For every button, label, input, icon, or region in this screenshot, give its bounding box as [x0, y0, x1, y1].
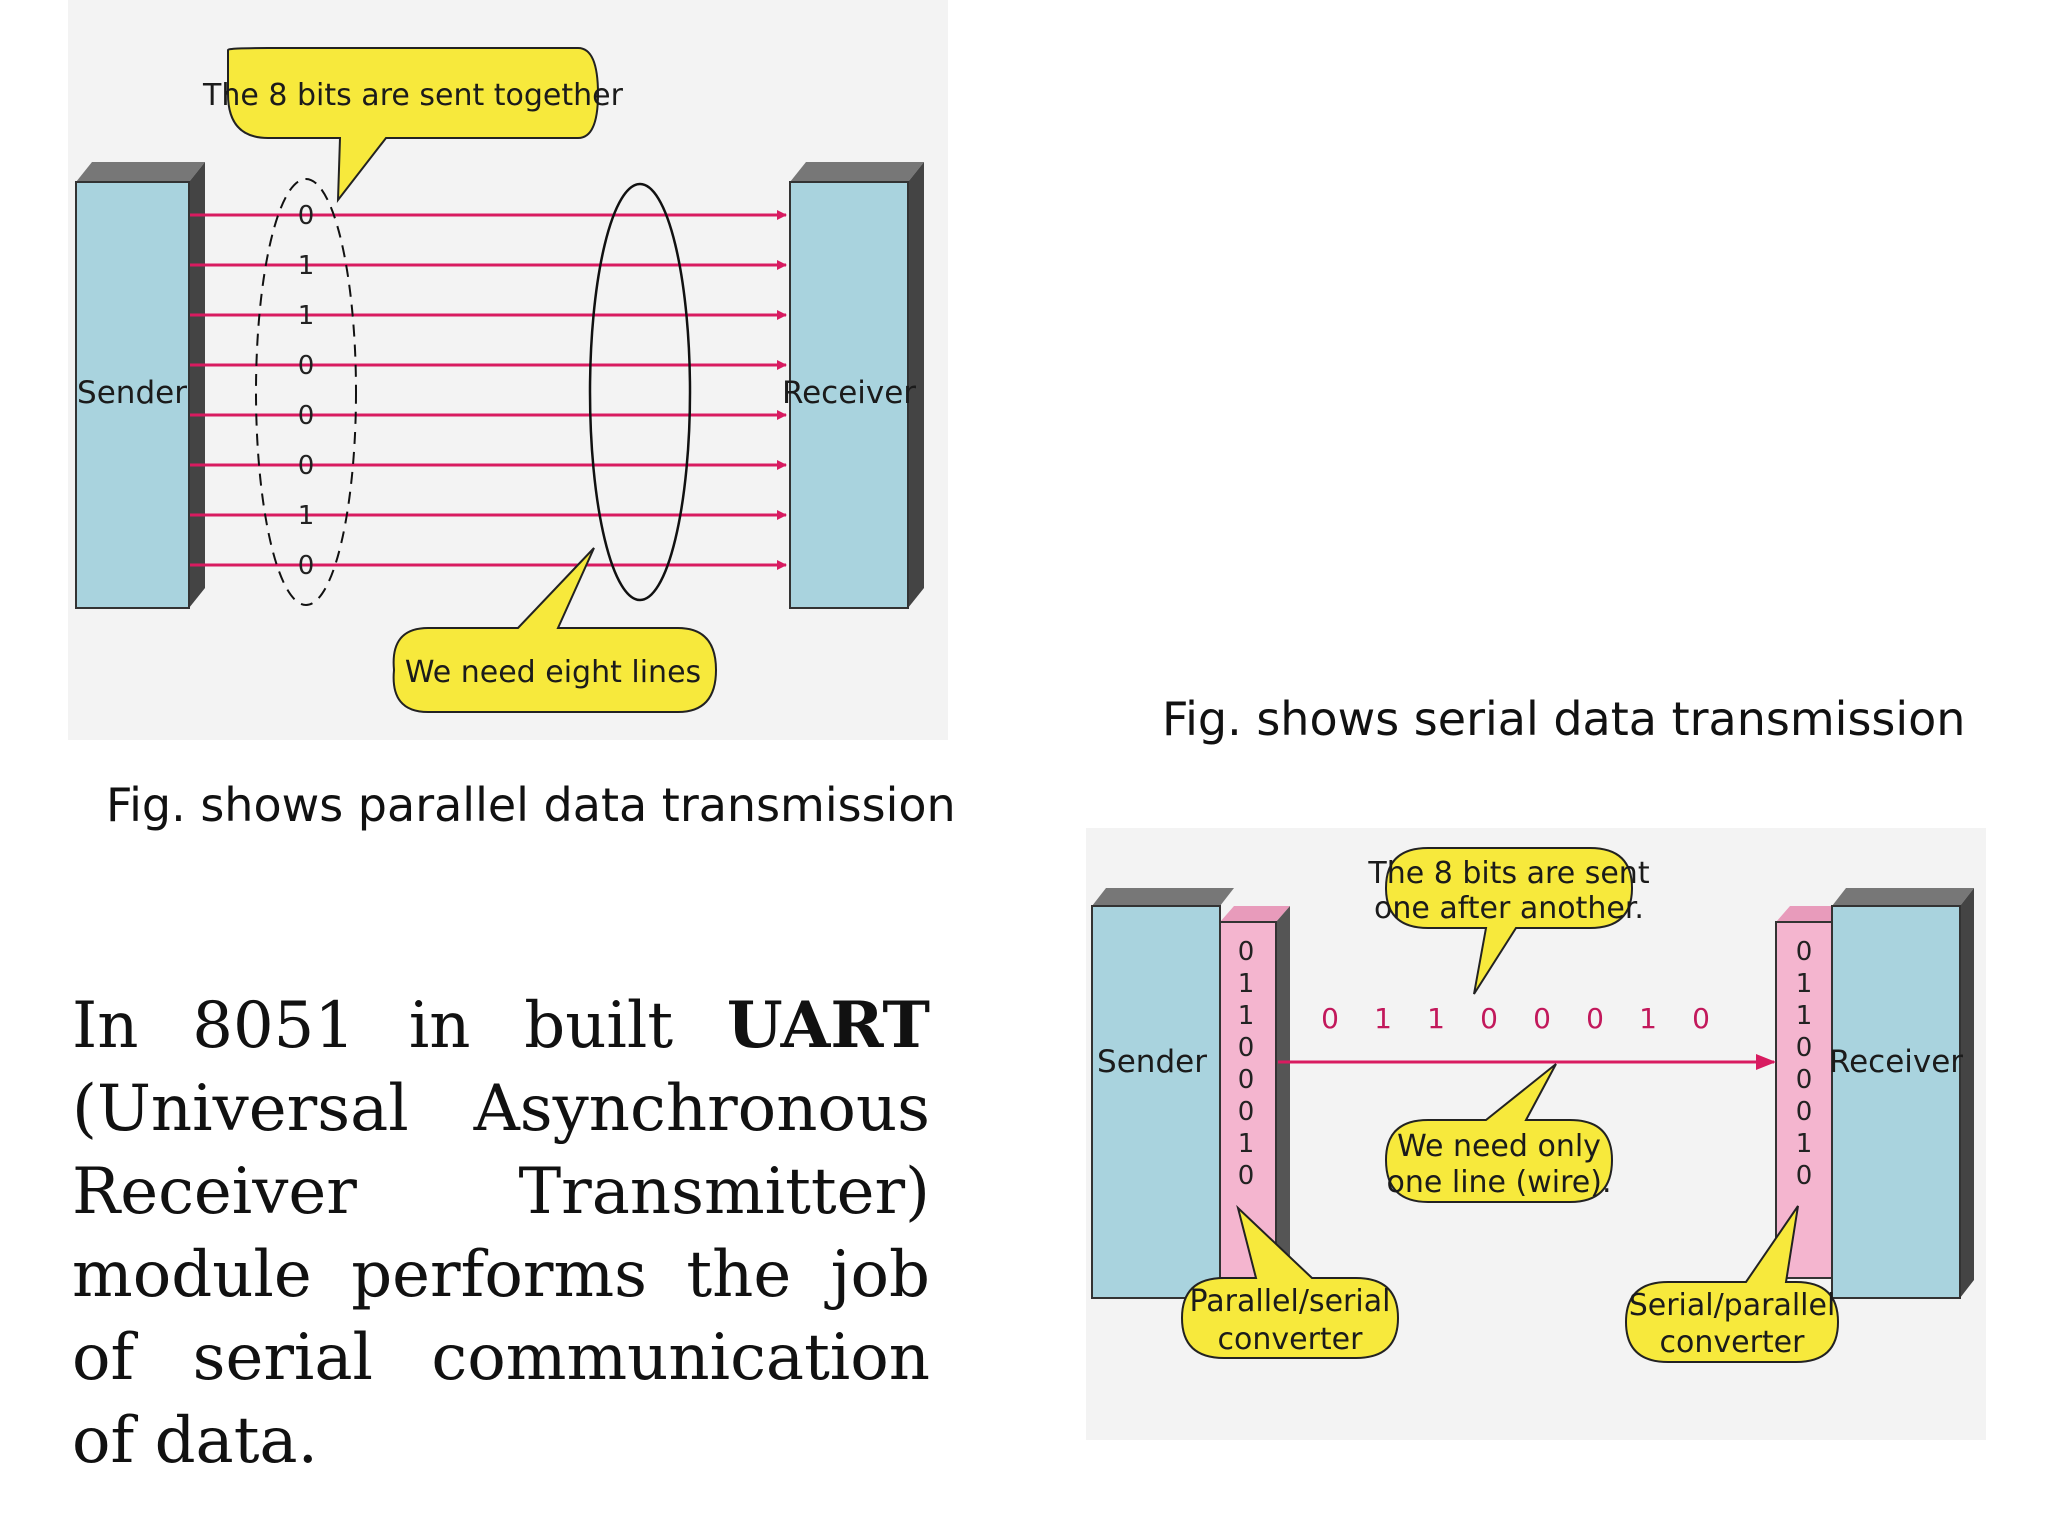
- serial-line-bit-5: 0: [1533, 1002, 1551, 1035]
- serial-right-bit-1: 0: [1796, 937, 1813, 967]
- serial-left-bit-2: 1: [1238, 969, 1255, 999]
- serial-bubble-middle: We need only one line (wire).: [1384, 1063, 1614, 1203]
- serial-right-bit-7: 1: [1796, 1129, 1813, 1159]
- serial-right-bit-4: 0: [1796, 1033, 1813, 1063]
- serial-bubble-top: The 8 bits are sent one after another.: [1367, 847, 1650, 995]
- serial-left-bit-5: 0: [1238, 1065, 1255, 1095]
- serial-bubble-right: Serial/parallel converter: [1624, 1205, 1840, 1363]
- parallel-bubble-top-text: The 8 bits are sent together: [202, 78, 624, 113]
- serial-right-converter: 0 1 1 0 0 0 1 0: [1775, 906, 1846, 1279]
- serial-right-bit-6: 0: [1796, 1097, 1813, 1127]
- serial-right-bit-8: 0: [1796, 1161, 1813, 1191]
- serial-line-bit-7: 1: [1639, 1002, 1657, 1035]
- parallel-sender-box: Sender: [75, 162, 205, 609]
- serial-line-bit-3: 1: [1427, 1002, 1445, 1035]
- serial-receiver-box: Receiver: [1829, 888, 1974, 1299]
- serial-diagram: Sender 0 1 1 0 0 0 1 0 0 1 1 0 0 0 1: [1086, 828, 1986, 1440]
- parallel-sender-label: Sender: [77, 375, 187, 411]
- serial-left-bit-4: 0: [1238, 1033, 1255, 1063]
- serial-bubble-left-line1: Parallel/serial: [1190, 1284, 1391, 1319]
- parallel-receiver-label: Receiver: [782, 375, 916, 411]
- parallel-diagram: Sender Receiver 0 1 1 0 0 0: [68, 0, 948, 740]
- parallel-caption: Fig. shows parallel data transmission: [106, 778, 956, 832]
- parallel-bubble-bottom-text: We need eight lines: [405, 655, 701, 690]
- parallel-bit-1: 0: [298, 201, 315, 231]
- uart-description-prefix: In 8051 in built: [72, 989, 727, 1063]
- serial-bubble-left-line2: converter: [1218, 1322, 1364, 1357]
- serial-diagram-svg: Sender 0 1 1 0 0 0 1 0 0 1 1 0 0 0 1: [1086, 828, 1986, 1440]
- serial-bubble-top-line1: The 8 bits are sent: [1367, 856, 1649, 891]
- parallel-receiver-box: Receiver: [782, 162, 924, 609]
- parallel-bit-3: 1: [298, 301, 315, 331]
- parallel-bubble-bottom: We need eight lines: [392, 547, 718, 713]
- serial-sender-label: Sender: [1097, 1044, 1207, 1080]
- uart-description-suffix: (Universal Asynchronous Receiver Transmi…: [72, 1072, 930, 1478]
- parallel-bit-6: 0: [298, 451, 315, 481]
- serial-line-bit-1: 0: [1321, 1002, 1339, 1035]
- serial-bubble-right-line1: Serial/parallel: [1629, 1288, 1836, 1323]
- serial-line-bits: 0 1 1 0 0 0 1 0: [1321, 1002, 1710, 1035]
- parallel-bit-5: 0: [298, 401, 315, 431]
- uart-term: UART: [726, 988, 930, 1063]
- serial-bubble-middle-line2: one line (wire).: [1387, 1165, 1612, 1200]
- serial-bubble-right-line2: converter: [1660, 1325, 1806, 1360]
- serial-bubble-middle-line1: We need only: [1397, 1129, 1601, 1164]
- serial-left-bit-6: 0: [1238, 1097, 1255, 1127]
- parallel-bits-dashed-ellipse: [255, 178, 357, 606]
- serial-receiver-label: Receiver: [1829, 1044, 1963, 1080]
- serial-right-bit-2: 1: [1796, 969, 1813, 999]
- parallel-bits: 0 1 1 0 0 0 1 0: [298, 201, 315, 581]
- serial-right-bit-5: 0: [1796, 1065, 1813, 1095]
- parallel-bit-8: 0: [298, 551, 315, 581]
- serial-left-converter: 0 1 1 0 0 0 1 0: [1219, 906, 1290, 1279]
- serial-line-bit-2: 1: [1374, 1002, 1392, 1035]
- uart-description: In 8051 in built UART (Universal Asynchr…: [72, 984, 930, 1483]
- serial-sender-box: Sender: [1091, 888, 1234, 1299]
- parallel-bit-7: 1: [298, 501, 315, 531]
- parallel-bit-2: 1: [298, 251, 315, 281]
- serial-caption: Fig. shows serial data transmission: [1162, 692, 1966, 746]
- parallel-lines-ellipse: [588, 182, 692, 602]
- serial-right-bit-3: 1: [1796, 1001, 1813, 1031]
- serial-left-bit-8: 0: [1238, 1161, 1255, 1191]
- serial-left-bit-1: 0: [1238, 937, 1255, 967]
- parallel-bit-4: 0: [298, 351, 315, 381]
- serial-line-bit-6: 0: [1586, 1002, 1604, 1035]
- parallel-bubble-top: The 8 bits are sent together: [202, 47, 624, 204]
- parallel-diagram-svg: Sender Receiver 0 1 1 0 0 0: [68, 0, 948, 740]
- serial-line-bit-8: 0: [1692, 1002, 1710, 1035]
- serial-left-bit-3: 1: [1238, 1001, 1255, 1031]
- serial-left-bit-7: 1: [1238, 1129, 1255, 1159]
- serial-bubble-top-line2: one after another.: [1374, 891, 1644, 926]
- serial-bubble-left: Parallel/serial converter: [1180, 1204, 1400, 1359]
- serial-line-bit-4: 0: [1480, 1002, 1498, 1035]
